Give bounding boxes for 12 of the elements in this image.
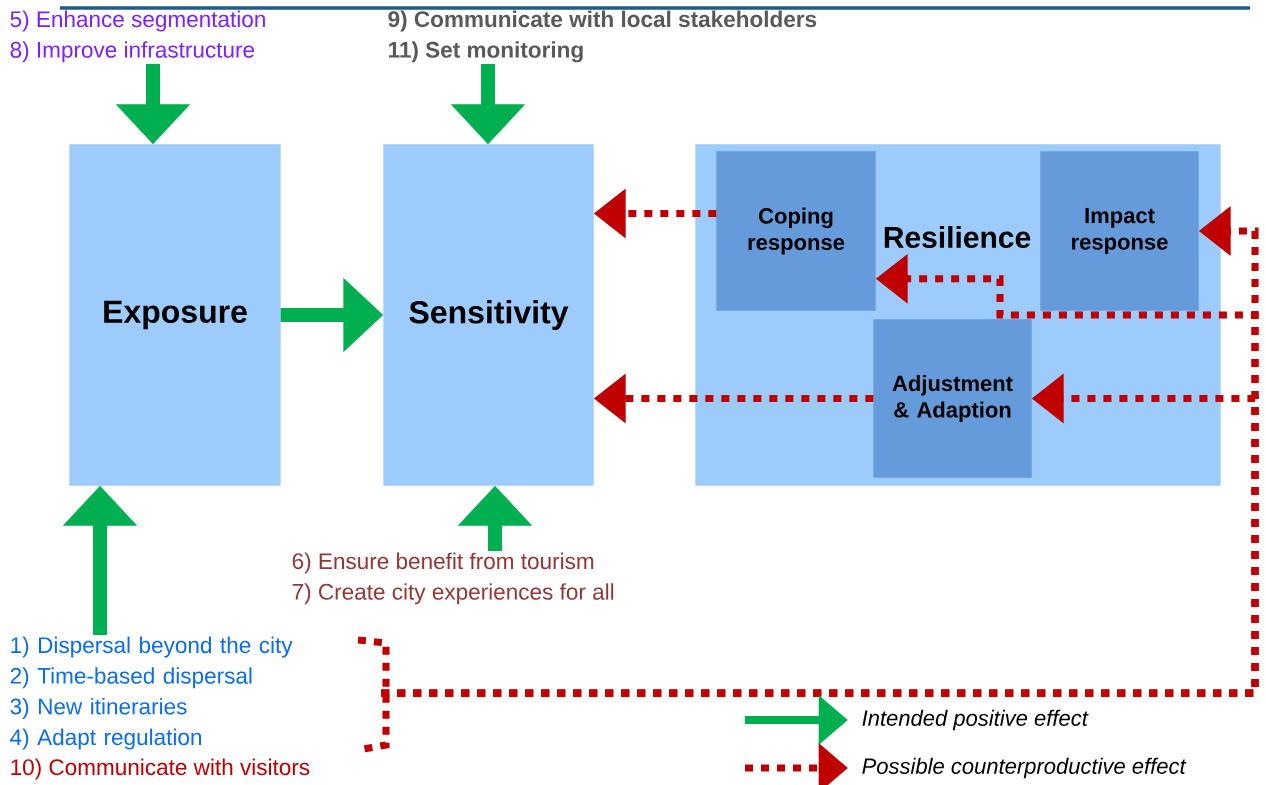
measure-item: 10) Communicate with visitors [11, 758, 310, 780]
measure-list: 5) Enhance segmentation 8) Improve infrastructure [10, 10, 265, 63]
measure-list: 1) Dispersal beyond the city 2) Time-based dispersal 3) New itineraries 4) Adapt regulation [10, 636, 293, 750]
sensitivity-box: Sensitivity [383, 144, 594, 486]
measure-list: 9) Communicate with local stakeholders 11) Set monitoring [388, 10, 817, 63]
impact-box: Impact response [1040, 151, 1199, 311]
legend-text: Intended positive effect [862, 709, 1089, 731]
legend-text: Possible counterproductive effect [862, 757, 1187, 779]
adjustment-box: Adjustment & Adaption [873, 319, 1032, 478]
coping-box: Coping response [716, 151, 876, 311]
exposure-box: Exposure [69, 144, 281, 486]
measure-list: 6) Ensure benefit from tourism 7) Create city experiences for all [292, 552, 614, 605]
